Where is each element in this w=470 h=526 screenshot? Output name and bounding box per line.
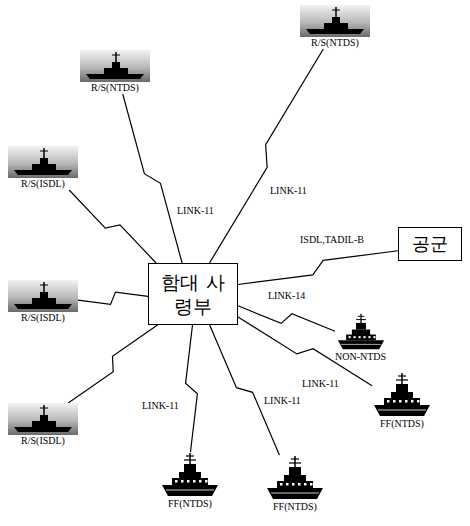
- ship-node: FF(NTDS): [372, 372, 432, 430]
- ship-caption: NON-NTDS: [335, 351, 386, 363]
- link-label: LINK-11: [140, 400, 181, 412]
- box-label: 공군: [412, 233, 448, 255]
- ship-node: R/S(ISDL): [8, 280, 78, 324]
- warship-icon: [336, 313, 386, 351]
- ship-icon: [300, 5, 370, 37]
- ship-icon: [80, 50, 150, 82]
- ship-caption: R/S(ISDL): [8, 312, 78, 324]
- ship-caption: R/S(ISDL): [8, 435, 78, 447]
- warship-icon: [372, 372, 432, 418]
- link-label: LINK-14: [266, 290, 307, 302]
- command-box: 함대 사령부: [148, 263, 238, 325]
- link-line: [238, 306, 335, 331]
- link-label: LINK-11: [268, 185, 309, 197]
- ship-node: R/S(ISDL): [8, 403, 78, 447]
- ship-icon: [8, 146, 78, 178]
- link-label: LINK-11: [175, 205, 216, 217]
- ship-node: FF(NTDS): [265, 455, 325, 513]
- ship-icon: [8, 280, 78, 312]
- link-line: [209, 49, 323, 263]
- link-label: LINK-11: [300, 378, 341, 390]
- link-label: ISDL,TADIL-B: [298, 234, 366, 246]
- warship-icon: [265, 455, 325, 501]
- ship-caption: FF(NTDS): [265, 501, 325, 513]
- ship-node: R/S(NTDS): [300, 5, 370, 49]
- ship-caption: R/S(NTDS): [80, 82, 150, 94]
- ship-caption: R/S(ISDL): [8, 178, 78, 190]
- airforce-box: 공군: [398, 227, 462, 261]
- link-label: LINK-11: [262, 395, 303, 407]
- link-line: [210, 325, 280, 455]
- link-line: [69, 190, 156, 263]
- ship-node: NON-NTDS: [335, 313, 386, 363]
- ship-caption: FF(NTDS): [160, 498, 220, 510]
- ship-caption: FF(NTDS): [372, 418, 432, 430]
- warship-icon: [160, 452, 220, 498]
- ship-node: R/S(ISDL): [8, 146, 78, 190]
- ship-icon: [8, 403, 78, 435]
- box-label: 함대 사령부: [157, 270, 229, 318]
- link-line: [68, 325, 157, 403]
- link-line: [186, 325, 198, 452]
- link-line: [238, 251, 398, 285]
- ship-node: R/S(NTDS): [80, 50, 150, 94]
- ship-caption: R/S(NTDS): [300, 37, 370, 49]
- link-line: [78, 292, 148, 304]
- ship-node: FF(NTDS): [160, 452, 220, 510]
